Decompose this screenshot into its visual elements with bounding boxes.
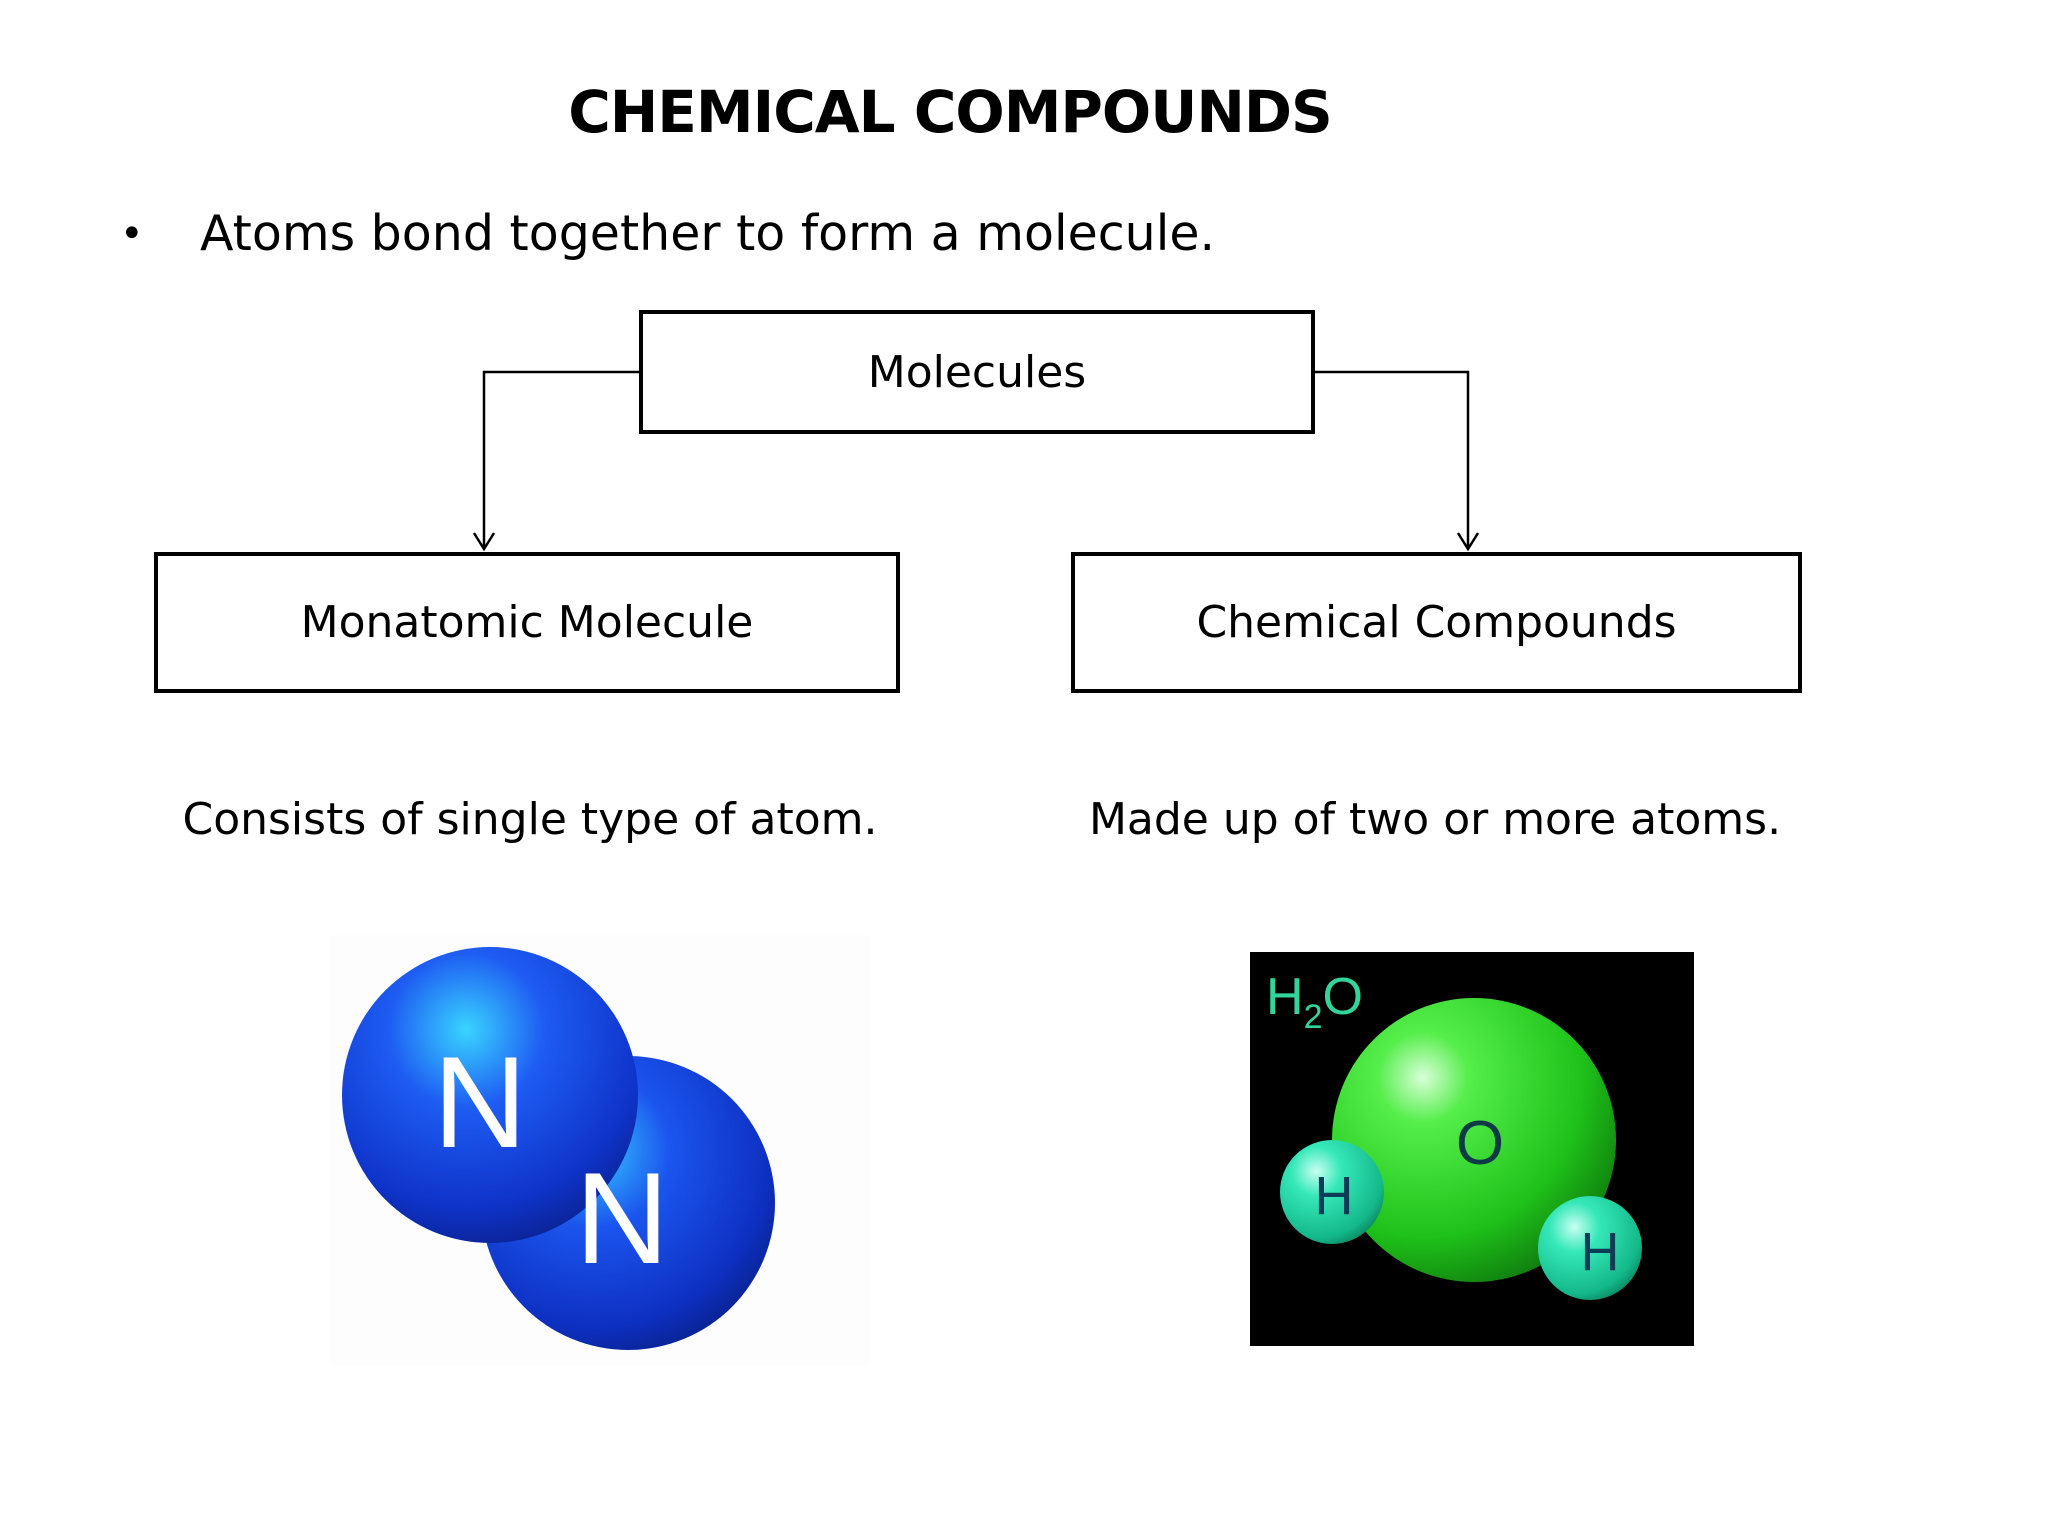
water-formula-subscript: 2 xyxy=(1304,998,1323,1036)
arrowhead-left-icon xyxy=(472,532,496,552)
water-formula-h: H xyxy=(1266,968,1304,1026)
hydrogen-atom-right xyxy=(1538,1196,1642,1300)
oxygen-atom xyxy=(1332,998,1616,1282)
hydrogen-label-left: H xyxy=(1315,1166,1354,1226)
bullet-dot-icon: • xyxy=(120,210,144,257)
slide-title: CHEMICAL COMPOUNDS xyxy=(568,78,1333,146)
hydrogen-atom-left xyxy=(1280,1140,1384,1244)
nitrogen-label-1: N xyxy=(433,1029,527,1175)
bullet-item: • Atoms bond together to form a molecule… xyxy=(120,205,1215,262)
hydrogen-label-right: H xyxy=(1581,1222,1620,1282)
connector-right xyxy=(1315,370,1470,549)
nitrogen-label-2: N xyxy=(575,1145,669,1291)
arrowhead-right-icon xyxy=(1456,532,1480,552)
node-molecules: Molecules xyxy=(639,310,1315,434)
connector-left xyxy=(482,370,639,549)
water-molecule-image: H2O O H H xyxy=(1250,952,1694,1346)
oxygen-label: O xyxy=(1456,1109,1504,1178)
compounds-description: Made up of two or more atoms. xyxy=(1088,794,1782,845)
node-monatomic-molecule: Monatomic Molecule xyxy=(154,552,900,693)
monatomic-description: Consists of single type of atom. xyxy=(182,794,878,845)
bullet-text: Atoms bond together to form a molecule. xyxy=(200,205,1216,262)
water-formula: H2O xyxy=(1266,968,1363,1036)
nitrogen-atom-front xyxy=(342,947,638,1243)
node-chemical-compounds: Chemical Compounds xyxy=(1071,552,1802,693)
water-formula-o: O xyxy=(1322,968,1362,1026)
nitrogen-molecule-image: N N xyxy=(330,935,870,1365)
